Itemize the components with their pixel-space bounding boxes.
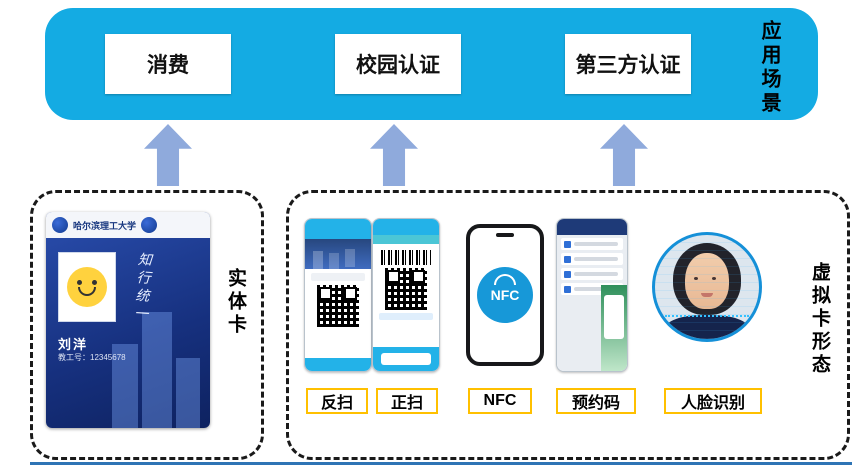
tag-forward-scan: 正扫 [376, 388, 438, 414]
university-logo-icon [141, 217, 158, 233]
list-item-icon [564, 285, 571, 293]
tag-nfc: NFC [468, 388, 532, 414]
nfc-phone-icon: NFC [466, 224, 544, 366]
list-item [561, 253, 623, 265]
card-staff-id: 教工号：12345678 [58, 353, 126, 362]
phone-app-header [305, 219, 371, 239]
phone-info-row [379, 313, 433, 320]
virtual-card-side-label: 虚拟卡形态 [809, 262, 830, 377]
phone-menu-row [311, 273, 365, 281]
face-scanline [665, 315, 749, 317]
phone-screenshot-forward-scan [372, 218, 440, 372]
card-holder-name: 刘洋 [58, 337, 89, 352]
qr-code [317, 285, 359, 327]
list-item-text-bar [574, 242, 618, 246]
phone-campus-banner [305, 239, 371, 269]
qr-code [385, 268, 427, 310]
card-university-name: 哈尔滨理工大学 [73, 220, 137, 231]
card-header-band: 哈尔滨理工大学 [46, 212, 210, 238]
up-arrow-icon [600, 124, 648, 186]
card-building-silhouette [176, 358, 200, 428]
smiley-face-icon [67, 267, 107, 307]
tag-label: 正扫 [390, 395, 423, 412]
up-arrow-icon [370, 124, 418, 186]
tag-label: 反扫 [320, 395, 353, 412]
face-hair [673, 243, 741, 315]
reservation-popup [601, 285, 627, 371]
list-item-icon [564, 270, 571, 278]
nfc-badge: NFC [477, 267, 533, 323]
tag-label: 预约码 [571, 395, 620, 412]
phone-app-header [373, 219, 439, 235]
list-item-text-bar [574, 257, 618, 261]
campus-id-card: 哈尔滨理工大学 知行统一 刘洋 教工号：12345678 [46, 212, 210, 428]
phone-subheader [373, 235, 439, 244]
scenario-box-thirdparty-auth-label: 第三方认证 [575, 54, 681, 77]
card-building-silhouette [112, 344, 138, 428]
up-arrow-icon [144, 124, 192, 186]
card-building-silhouette [142, 312, 172, 428]
physical-card-side-label: 实体卡 [225, 268, 246, 337]
phone-app-header [557, 219, 627, 235]
face-recognition-photo [652, 232, 762, 342]
face-shoulders [665, 315, 749, 339]
tag-label: NFC [483, 392, 517, 409]
bottom-divider [30, 462, 852, 465]
scenario-box-thirdparty-auth: 第三方认证 [565, 34, 691, 94]
tag-reverse-scan: 反扫 [306, 388, 368, 414]
scenario-box-consume: 消费 [105, 34, 231, 94]
scenario-box-campus-auth: 校园认证 [335, 34, 461, 94]
barcode [381, 250, 431, 265]
application-scenarios-side-label: 应用场景 [758, 20, 780, 116]
phone-list-body [557, 235, 627, 371]
tag-face-recognition: 人脸识别 [664, 388, 762, 414]
scenario-box-consume-label: 消费 [147, 54, 189, 77]
list-item-text-bar [574, 287, 618, 291]
phone-footer-bar [373, 347, 439, 371]
list-item-text-bar [574, 272, 618, 276]
list-item-icon [564, 240, 571, 248]
university-logo-icon [52, 217, 68, 233]
application-scenarios-banner: 消费 校园认证 第三方认证 应用场景 [45, 8, 818, 120]
card-photo [58, 252, 116, 322]
tag-reservation-code: 预约码 [556, 388, 636, 414]
list-item-icon [564, 255, 571, 263]
phone-screenshot-reverse-scan [304, 218, 372, 372]
tag-label: 人脸识别 [680, 395, 745, 412]
phone-screenshot-reservation-code [556, 218, 628, 372]
scenario-box-campus-auth-label: 校园认证 [356, 54, 440, 77]
list-item [561, 268, 623, 280]
list-item [561, 238, 623, 250]
phone-footer-bar [305, 358, 371, 371]
face-skin [685, 253, 729, 309]
